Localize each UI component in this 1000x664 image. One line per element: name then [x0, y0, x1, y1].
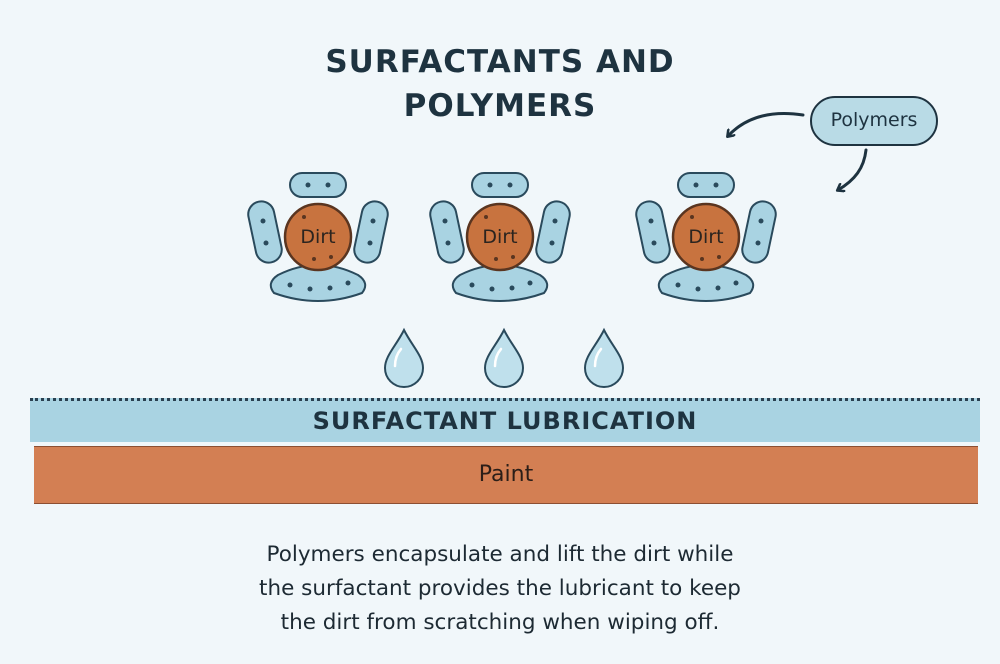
polymer-blob-right	[353, 200, 389, 264]
caption-line-1: Polymers encapsulate and lift the dirt w…	[266, 542, 734, 567]
dirt-label-1: Dirt	[300, 226, 336, 248]
polymer-blob-left	[635, 200, 671, 264]
dirt-particle	[465, 202, 535, 272]
polymer-cluster-1	[247, 172, 389, 302]
polymer-cluster-2	[429, 172, 571, 302]
caption-line-2: the surfactant provides the lubricant to…	[259, 576, 741, 601]
surfactant-droplet-2	[483, 327, 525, 388]
polymer-blob-left	[429, 200, 465, 264]
callout-arrow-left	[728, 112, 805, 136]
polymer-blob-right	[741, 200, 777, 264]
surfactant-droplet-1	[383, 327, 425, 388]
title-line-2: POLYMERS	[403, 88, 597, 124]
polymer-cluster-3	[635, 172, 777, 302]
surfactant-droplet-3	[583, 327, 625, 388]
dirt-label-2: Dirt	[482, 226, 518, 248]
paint-layer: Paint	[34, 446, 978, 504]
caption-line-3: the dirt from scratching when wiping off…	[280, 610, 720, 635]
diagram-title: SURFACTANTS AND POLYMERS	[250, 40, 750, 128]
polymer-blob-top	[289, 172, 347, 198]
callout-arrow-down	[838, 148, 868, 190]
dirt-particle	[283, 202, 353, 272]
title-line-1: SURFACTANTS AND	[325, 44, 675, 80]
polymer-blob-left	[247, 200, 283, 264]
diagram-caption: Polymers encapsulate and lift the dirt w…	[170, 538, 830, 640]
surfactant-lubrication-layer: SURFACTANT LUBRICATION	[30, 398, 980, 442]
polymers-callout: Polymers	[810, 96, 938, 146]
polymer-blob-top	[677, 172, 735, 198]
polymer-blob-right	[535, 200, 571, 264]
dirt-particle	[671, 202, 741, 272]
dirt-label-3: Dirt	[688, 226, 724, 248]
polymer-blob-top	[471, 172, 529, 198]
